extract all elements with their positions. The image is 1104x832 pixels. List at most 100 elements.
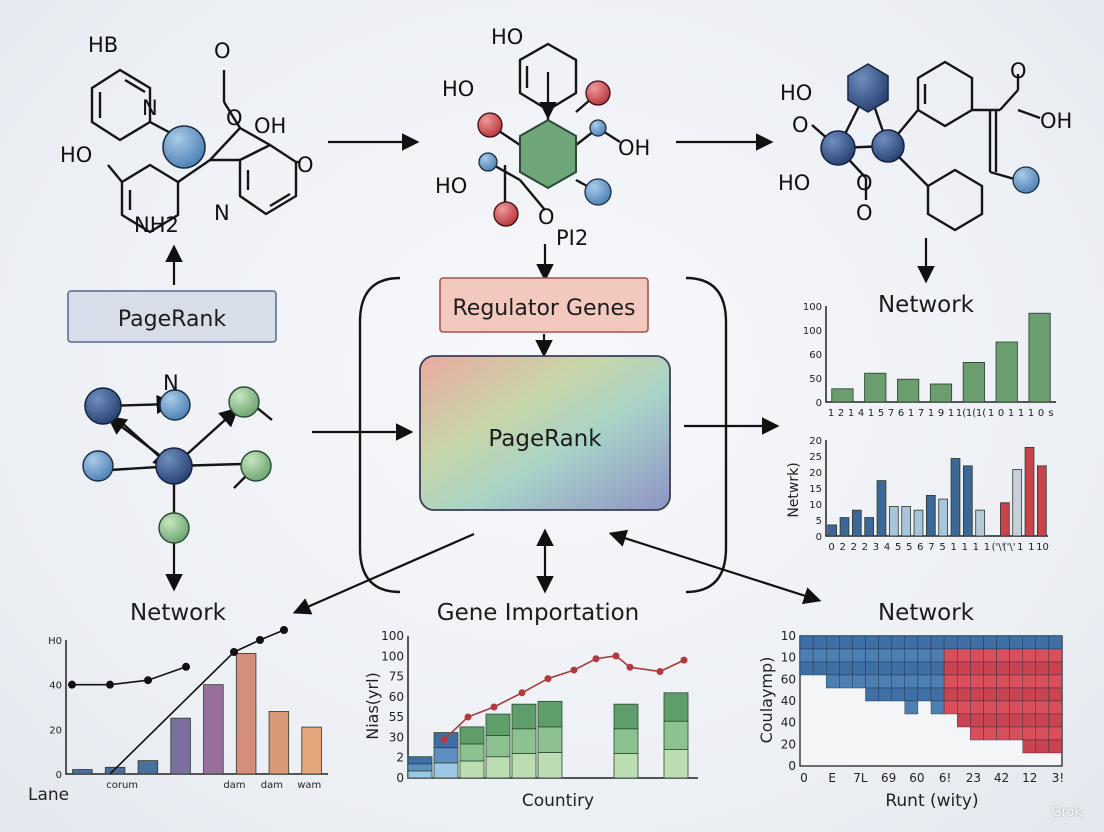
atom-red xyxy=(585,80,611,106)
heatmap-cell xyxy=(983,674,997,689)
chart-bar xyxy=(938,498,949,537)
x-tick-label: 6! xyxy=(939,771,951,785)
heatmap-cell xyxy=(812,635,827,650)
heatmap-cell xyxy=(983,635,997,650)
x-tick-label: 12 xyxy=(1022,771,1037,785)
x-tick-label: 7 xyxy=(928,542,934,553)
heatmap-cell xyxy=(1048,726,1063,741)
chart-point xyxy=(256,636,264,644)
x-tick-label: corum xyxy=(106,780,138,791)
y-tick-label: 0 xyxy=(816,532,822,543)
heatmap-cell xyxy=(970,700,984,715)
chart-bar xyxy=(537,700,563,728)
atom-red xyxy=(477,112,503,138)
pagerank-left-box[interactable]: PageRank xyxy=(67,290,277,343)
x-axis-label: Countiry xyxy=(522,791,594,811)
heatmap-cell xyxy=(996,700,1010,715)
heatmap-cell xyxy=(865,648,879,663)
x-tick-label: 2 xyxy=(862,542,868,553)
x-axis-label: Runt (wity) xyxy=(885,791,978,811)
chart-bar xyxy=(613,703,639,730)
x-tick-label: 2 xyxy=(838,408,844,419)
x-tick-label: 2 xyxy=(851,542,857,553)
chart-point xyxy=(230,648,238,656)
x-tick-label: 7 xyxy=(888,408,894,419)
chart-bar xyxy=(995,341,1018,403)
x-tick-label: 1 xyxy=(868,408,874,419)
heatmap-cell xyxy=(1009,713,1023,728)
mol3-label-oh: OH xyxy=(1040,109,1072,133)
heatmap-cell xyxy=(943,700,958,715)
chart-bar xyxy=(1036,465,1047,537)
heatmap-cell xyxy=(1022,700,1037,715)
chart-bar xyxy=(511,703,537,730)
x-tick-label: 7L xyxy=(853,771,868,785)
heatmap-cell xyxy=(904,648,919,663)
chart-bar xyxy=(459,726,485,745)
x-tick-label: 7 xyxy=(918,408,924,419)
regulator-genes-box[interactable]: Regulator Genes xyxy=(439,277,649,333)
x-tick-label: 2 xyxy=(839,542,845,553)
y-axis-label: Nias(yrl) xyxy=(363,672,382,740)
heatmap-cell xyxy=(878,635,892,650)
hexagon-atom xyxy=(847,63,889,113)
pagerank-center-box[interactable]: PageRank xyxy=(419,355,671,511)
x-tick-label: 1 xyxy=(950,542,956,553)
chart-line xyxy=(72,666,187,686)
heatmap-cell xyxy=(970,661,984,676)
network-title-bottom-left: Network xyxy=(130,600,227,626)
heatmap-cell xyxy=(996,726,1010,741)
x-tick-label: dam xyxy=(223,780,245,791)
chart-bar xyxy=(888,506,899,537)
x-tick-label: ('\' xyxy=(1003,542,1016,553)
x-tick-label: 3 xyxy=(873,542,879,553)
heatmap-cell xyxy=(878,687,892,702)
heatmap-cell xyxy=(957,687,971,702)
heatmap-cell xyxy=(943,635,958,650)
chart-bar xyxy=(1028,312,1051,403)
x-tick-label: 1( xyxy=(956,408,966,419)
heatmap-cell xyxy=(970,726,984,741)
chart-bar xyxy=(663,692,689,722)
y-tick-label: 20 xyxy=(809,468,822,479)
hexagon-core xyxy=(519,118,577,190)
heatmap-cell xyxy=(1035,674,1050,689)
y-tick-label: 2 xyxy=(396,751,404,765)
y-tick-label: 60 xyxy=(809,350,822,361)
y-tick-label: 30 xyxy=(389,730,404,744)
atom-blue xyxy=(478,152,498,172)
chart-point xyxy=(592,655,600,663)
heatmap-cell xyxy=(970,648,984,663)
chart-bar xyxy=(407,763,433,772)
node-green xyxy=(158,512,190,544)
chart-bar xyxy=(203,684,224,775)
heatmap-cell xyxy=(957,713,971,728)
x-tick-label: 1 xyxy=(973,542,979,553)
x-tick-label: 9 xyxy=(938,408,944,419)
atom-blue xyxy=(1012,166,1040,194)
y-tick-label: 20 xyxy=(781,737,796,751)
arrow-to-network-left xyxy=(292,532,475,615)
mol2-label-ho3: HO xyxy=(435,174,467,198)
heatmap-cell xyxy=(917,674,932,689)
heatmap-cell xyxy=(1022,739,1037,754)
y-tick-label: 100 xyxy=(803,326,822,337)
x-tick-label: 0 xyxy=(1038,408,1044,419)
heatmap-cell xyxy=(917,648,932,663)
chart-bar xyxy=(851,509,862,537)
y-axis-label: Coulaymp) xyxy=(757,657,776,744)
atom-dark xyxy=(820,130,856,166)
heatmap-cell xyxy=(891,648,906,663)
chart-bar xyxy=(876,480,887,537)
heatmap-cell xyxy=(1048,635,1063,650)
heatmap-cell xyxy=(904,700,919,715)
heatmap-cell xyxy=(1022,648,1037,663)
node-green xyxy=(240,450,272,482)
heatmap-cell xyxy=(839,674,853,689)
heatmap-cell xyxy=(930,661,945,676)
heatmap-cell xyxy=(1022,687,1037,702)
chart-bar xyxy=(511,752,537,779)
chart-point xyxy=(544,675,552,683)
chart-point xyxy=(182,662,190,671)
